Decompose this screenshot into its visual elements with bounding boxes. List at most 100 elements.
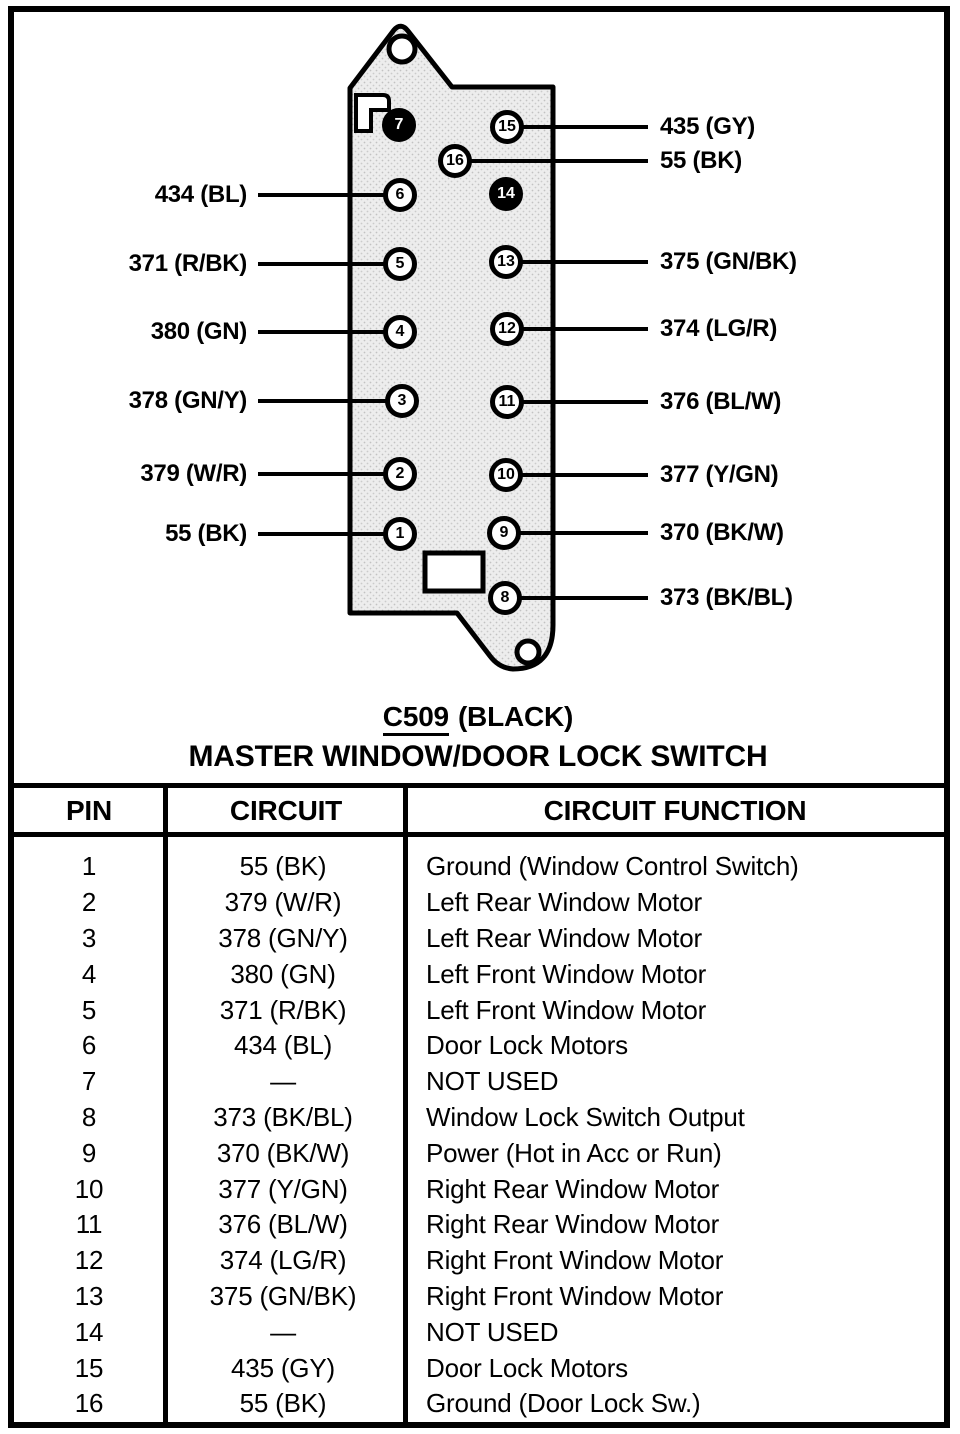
pin-cell: 11 [75,1209,103,1240]
leader-line [455,159,648,163]
table-row: 2 379 (W/R) Left Rear Window Motor [14,885,942,921]
function-cell: Right Front Window Motor [426,1245,724,1276]
leader-line [507,327,648,331]
mounting-hole-bottom-icon [514,638,542,666]
table-row: 5 371 (R/BK) Left Front Window Motor [14,992,942,1028]
pin-cell: 2 [81,887,97,918]
circuit-cell: 379 (W/R) [224,887,342,918]
table-row: 16 55 (BK) Ground (Door Lock Sw.) [14,1386,942,1422]
pin-cell: 16 [74,1388,104,1419]
wire-label-pin1: 55 (BK) [165,520,247,547]
pin-10: 10 [489,458,523,492]
wire-label-pin8: 373 (BK/BL) [660,584,793,611]
pin-cell: 6 [81,1030,97,1061]
circuit-cell: 377 (Y/GN) [218,1173,348,1204]
pin-3: 3 [385,384,419,418]
circuit-cell: — [270,1066,296,1097]
function-cell: Door Lock Motors [426,1030,628,1061]
wire-label-pin3: 378 (GN/Y) [128,387,248,414]
wire-label-pin12: 374 (LG/R) [660,315,778,342]
table-row: 12 374 (LG/R) Right Front Window Motor [14,1243,942,1279]
leader-line [507,400,648,404]
function-cell: NOT USED [426,1066,559,1097]
circuit-cell: 378 (GN/Y) [218,922,348,953]
wire-label-pin5: 371 (R/BK) [128,250,248,277]
function-cell: Ground (Window Control Switch) [426,851,799,882]
circuit-cell: 380 (GN) [230,958,336,989]
pin-cell: 14 [74,1316,104,1347]
leader-line [507,125,648,129]
table-row: 11 376 (BL/W) Right Rear Window Motor [14,1207,942,1243]
function-cell: Left Rear Window Motor [426,922,702,953]
function-cell: Left Front Window Motor [426,958,707,989]
circuit-cell: 375 (GN/BK) [209,1280,357,1311]
pin-cell: 3 [81,922,97,953]
pin-cell: 8 [81,1101,97,1132]
column-header-function: CIRCUIT FUNCTION [543,795,807,826]
leader-line [504,531,648,535]
circuit-cell: 55 (BK) [239,1388,327,1419]
wire-label-pin16: 55 (BK) [660,147,742,174]
table-top-border [10,783,950,788]
connector-id-caption: C509(BLACK) [14,701,942,736]
circuit-cell: — [270,1316,296,1347]
pin-cell: 15 [74,1352,104,1383]
wire-label-pin15: 435 (GY) [660,113,755,140]
pin-16: 16 [438,144,472,178]
wire-label-pin4: 380 (GN) [150,318,248,345]
table-header-border [10,832,950,837]
table-body: 1 55 (BK) Ground (Window Control Switch)… [14,849,942,1422]
mounting-hole-top-icon [386,33,418,65]
leader-line [258,193,400,197]
pin-cell: 7 [81,1066,97,1097]
table-row: 6 434 (BL) Door Lock Motors [14,1028,942,1064]
pin-cell: 5 [81,994,97,1025]
connector-slot-icon [422,550,486,594]
wire-label-pin9: 370 (BK/W) [660,519,784,546]
function-cell: Left Front Window Motor [426,994,707,1025]
function-cell: Door Lock Motors [426,1352,628,1383]
wire-label-pin11: 376 (BL/W) [660,388,782,415]
circuit-cell: 371 (R/BK) [219,994,347,1025]
table-row: 8 373 (BK/BL) Window Lock Switch Output [14,1100,942,1136]
pin-4: 4 [383,315,417,349]
pin-cell: 4 [81,958,97,989]
keyway-mark-icon [354,93,391,133]
table-row: 13 375 (GN/BK) Right Front Window Motor [14,1279,942,1315]
function-cell: Ground (Door Lock Sw.) [426,1388,701,1419]
pin-2: 2 [383,457,417,491]
pin-5: 5 [383,247,417,281]
pin-6: 6 [383,178,417,212]
page-border [8,6,950,1428]
pin-cell: 13 [74,1280,104,1311]
leader-line [506,473,648,477]
circuit-cell: 376 (BL/W) [218,1209,348,1240]
function-cell: Window Lock Switch Output [426,1101,745,1132]
wire-label-pin13: 375 (GN/BK) [660,248,797,275]
pin-cell: 1 [81,851,97,882]
function-cell: Right Rear Window Motor [426,1209,720,1240]
leader-line [258,532,400,536]
table-row: 1 55 (BK) Ground (Window Control Switch) [14,849,942,885]
table-column-divider [403,783,408,1422]
circuit-cell: 55 (BK) [239,851,327,882]
leader-line [258,472,400,476]
circuit-cell: 373 (BK/BL) [213,1101,353,1132]
leader-line [258,330,400,334]
table-row: 4 380 (GN) Left Front Window Motor [14,956,942,992]
pin-cell: 10 [74,1173,104,1204]
connector-color: (BLACK) [457,701,574,732]
connector-body-drawing [347,23,556,672]
pin-1: 1 [383,517,417,551]
function-cell: NOT USED [426,1316,559,1347]
leader-line [258,399,402,403]
circuit-cell: 435 (GY) [231,1352,335,1383]
leader-line [506,260,648,264]
page-title: MASTER WINDOW/DOOR LOCK SWITCH [188,740,768,773]
pin-14: 14 [489,177,523,211]
pin-13: 13 [489,245,523,279]
table-row: 3 378 (GN/Y) Left Rear Window Motor [14,921,942,957]
pin-7: 7 [382,108,416,142]
pin-12: 12 [490,312,524,346]
